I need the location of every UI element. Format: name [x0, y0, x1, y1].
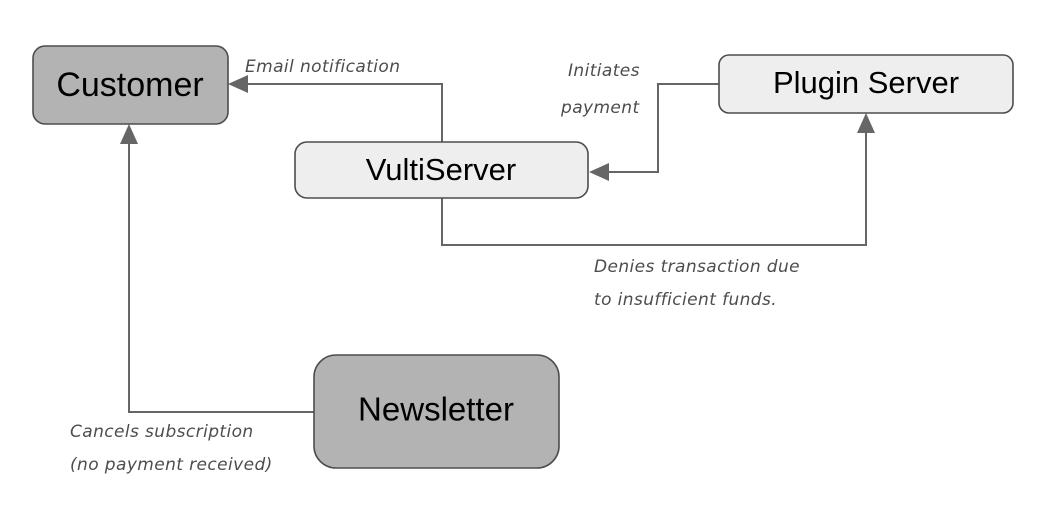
edge-label-cancels-subscription-line2: (no payment received): [70, 455, 273, 475]
edge-label-initiates-payment-line1: Initiates: [568, 61, 640, 81]
node-vultiserver-label: VultiServer: [366, 152, 516, 187]
node-newsletter-shape[interactable]: [313, 354, 560, 469]
edge-label-initiates-payment-line2: payment: [560, 98, 640, 118]
node-customer-shape[interactable]: [32, 45, 229, 125]
node-customer[interactable]: Customer: [32, 45, 229, 125]
edge-initiates-payment: [589, 83, 719, 181]
edge-email-notification: [228, 75, 443, 142]
node-newsletter-label: Newsletter: [358, 391, 514, 428]
edge-initiates-payment-arrowhead: [589, 163, 609, 181]
edge-denies-transaction-line: [441, 125, 867, 246]
node-customer-label: Customer: [56, 66, 203, 104]
edge-denies-transaction: [441, 113, 875, 246]
edge-email-notification-arrowhead: [228, 75, 248, 93]
edge-label-denies-transaction-line1: Denies transaction due: [594, 257, 800, 277]
edge-cancels-subscription: [120, 124, 314, 413]
edge-email-notification-line: [239, 83, 443, 142]
edge-initiates-payment-line: [600, 83, 719, 173]
node-plugin-server-shape[interactable]: [718, 54, 1014, 114]
node-plugin-server-label: Plugin Server: [773, 65, 959, 100]
edge-label-denies-transaction-line2: to insufficient funds.: [594, 290, 777, 310]
node-newsletter[interactable]: Newsletter: [313, 354, 560, 469]
node-vultiserver-shape[interactable]: [294, 141, 589, 199]
edge-cancels-subscription-arrowhead: [120, 124, 138, 144]
edge-label-email-notification: Email notification: [245, 57, 400, 77]
edge-cancels-subscription-line: [128, 136, 314, 413]
node-plugin-server[interactable]: Plugin Server: [718, 54, 1014, 114]
edge-label-cancels-subscription-line1: Cancels subscription: [70, 422, 254, 442]
node-vultiserver[interactable]: VultiServer: [294, 141, 589, 199]
edge-denies-transaction-arrowhead: [857, 113, 875, 133]
